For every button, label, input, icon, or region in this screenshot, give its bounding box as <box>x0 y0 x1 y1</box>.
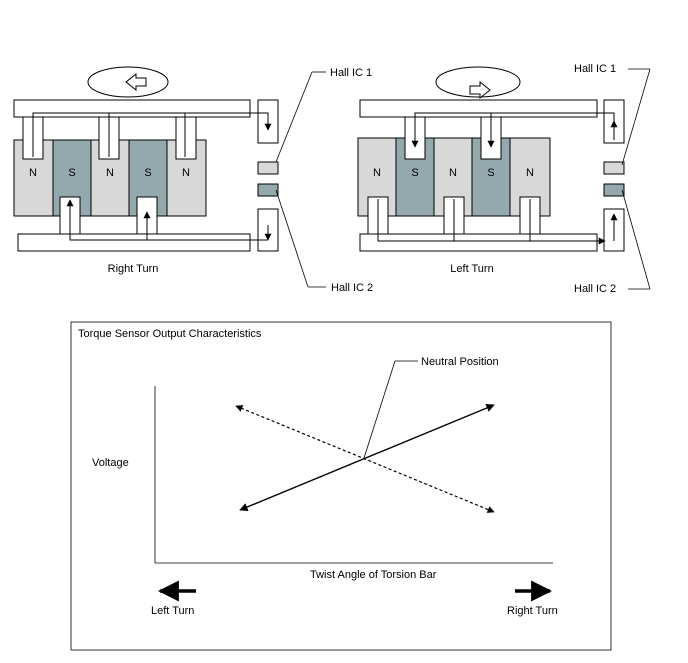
left-turn-panel: N S N S N Hall IC 1 Hall IC 2 Left <box>357 63 651 295</box>
right-turn-label: Right Turn <box>507 605 558 617</box>
flux-path-upper <box>32 112 185 157</box>
left-turn-label: Left Turn <box>151 605 194 617</box>
hall-ic2-label: Hall IC 2 <box>331 282 373 294</box>
right-turn-indicator: Right Turn <box>507 580 558 617</box>
hall-ic-2 <box>603 183 625 197</box>
lower-yoke <box>17 233 251 252</box>
pole-label: S <box>68 167 75 179</box>
panel-caption: Right Turn <box>108 263 159 275</box>
pole-label: N <box>106 167 114 179</box>
flux-path-lower <box>66 199 268 241</box>
hall-ic1-label: Hall IC 1 <box>330 67 372 79</box>
output-characteristics: Torque Sensor Output Characteristics Vol… <box>70 321 612 651</box>
hall-ic-1 <box>603 161 625 175</box>
left-turn-indicator: Left Turn <box>151 580 196 617</box>
hall-ic-2 <box>257 183 279 197</box>
pole-label: S <box>487 167 494 179</box>
neutral-leader <box>363 360 418 459</box>
characteristics-frame <box>70 321 612 651</box>
characteristics-title: Torque Sensor Output Characteristics <box>78 328 262 340</box>
lower-yoke <box>359 233 598 252</box>
pole-label: N <box>526 167 534 179</box>
pole-label: S <box>144 167 151 179</box>
hall-ic2-leader <box>621 189 651 290</box>
rotation-indicator <box>435 66 521 98</box>
hall-ic1-leader <box>621 68 651 166</box>
right-turn-panel: N S N S N Hall IC 1 Hall IC 2 Righ <box>13 66 373 294</box>
panel-caption: Left Turn <box>450 263 493 275</box>
flux-path-lower <box>377 199 606 245</box>
rotation-arrow-icon <box>125 72 147 92</box>
hall-ic2-leader <box>275 189 309 288</box>
upper-yoke <box>13 99 251 118</box>
pole-label: N <box>373 167 381 179</box>
output-line-dashed <box>235 405 495 513</box>
hall-ic1-label: Hall IC 1 <box>574 63 616 75</box>
pole-label: S <box>411 167 418 179</box>
pole-label: N <box>449 167 457 179</box>
upper-yoke <box>359 99 598 118</box>
y-axis-label: Voltage <box>92 457 129 469</box>
hall-ic2-label: Hall IC 2 <box>574 283 616 295</box>
pole-label: N <box>182 167 190 179</box>
upper-claw <box>175 116 197 160</box>
hall-ic1-leader <box>275 71 313 163</box>
flux-path-upper <box>184 112 272 157</box>
pole-label: N <box>29 167 37 179</box>
x-axis-label: Twist Angle of Torsion Bar <box>310 569 437 581</box>
hall-ic-1 <box>257 161 279 175</box>
rotation-arrow-icon <box>469 80 491 100</box>
neutral-label: Neutral Position <box>421 356 499 368</box>
